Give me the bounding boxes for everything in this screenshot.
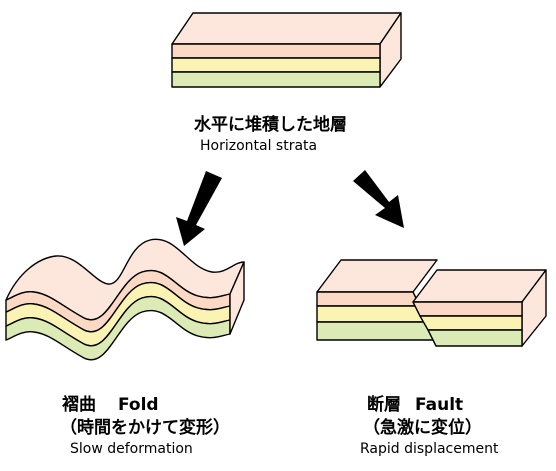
fault-left-layer-middle: [316, 305, 429, 323]
top-title-en: Horizontal strata: [200, 138, 318, 154]
fault-right-layer-bottom: [427, 329, 523, 347]
fault-title-en: Fault: [415, 395, 464, 415]
strata-layer-middle: [171, 57, 381, 73]
fault-left-layer-bottom: [316, 321, 437, 341]
fault-subtitle-ja: （急激に変位）: [363, 418, 482, 438]
top-title-ja: 水平に堆積した地層: [194, 115, 347, 135]
fold-subtitle-ja: （時間をかけて変形）: [60, 418, 230, 438]
fault-left-layer-top: [316, 291, 421, 307]
arrow-to-fault: [353, 170, 404, 228]
fold-block: [5, 238, 245, 361]
fault-left-top-surface: [316, 259, 438, 293]
fold-title: 褶曲 Fold: [62, 397, 159, 414]
fault-title-ja: 断層: [367, 395, 401, 415]
strata-top-surface: [171, 12, 402, 45]
strata-layer-top: [171, 43, 381, 59]
horizontal-strata-block: [171, 12, 402, 88]
fault-right-layer-middle: [419, 315, 523, 331]
fault-title: 断層 Fault: [367, 397, 463, 414]
strata-layer-bottom: [171, 71, 381, 88]
fold-side: [229, 261, 245, 335]
arrow-to-fold: [176, 171, 222, 246]
fault-block: [316, 259, 547, 347]
fold-subtitle-en: Slow deformation: [70, 441, 193, 457]
fault-subtitle-en: Rapid displacement: [360, 441, 499, 457]
fault-right-layer-top: [412, 301, 523, 317]
fold-title-ja: 褶曲: [62, 395, 96, 415]
fold-title-en: Fold: [118, 395, 159, 415]
